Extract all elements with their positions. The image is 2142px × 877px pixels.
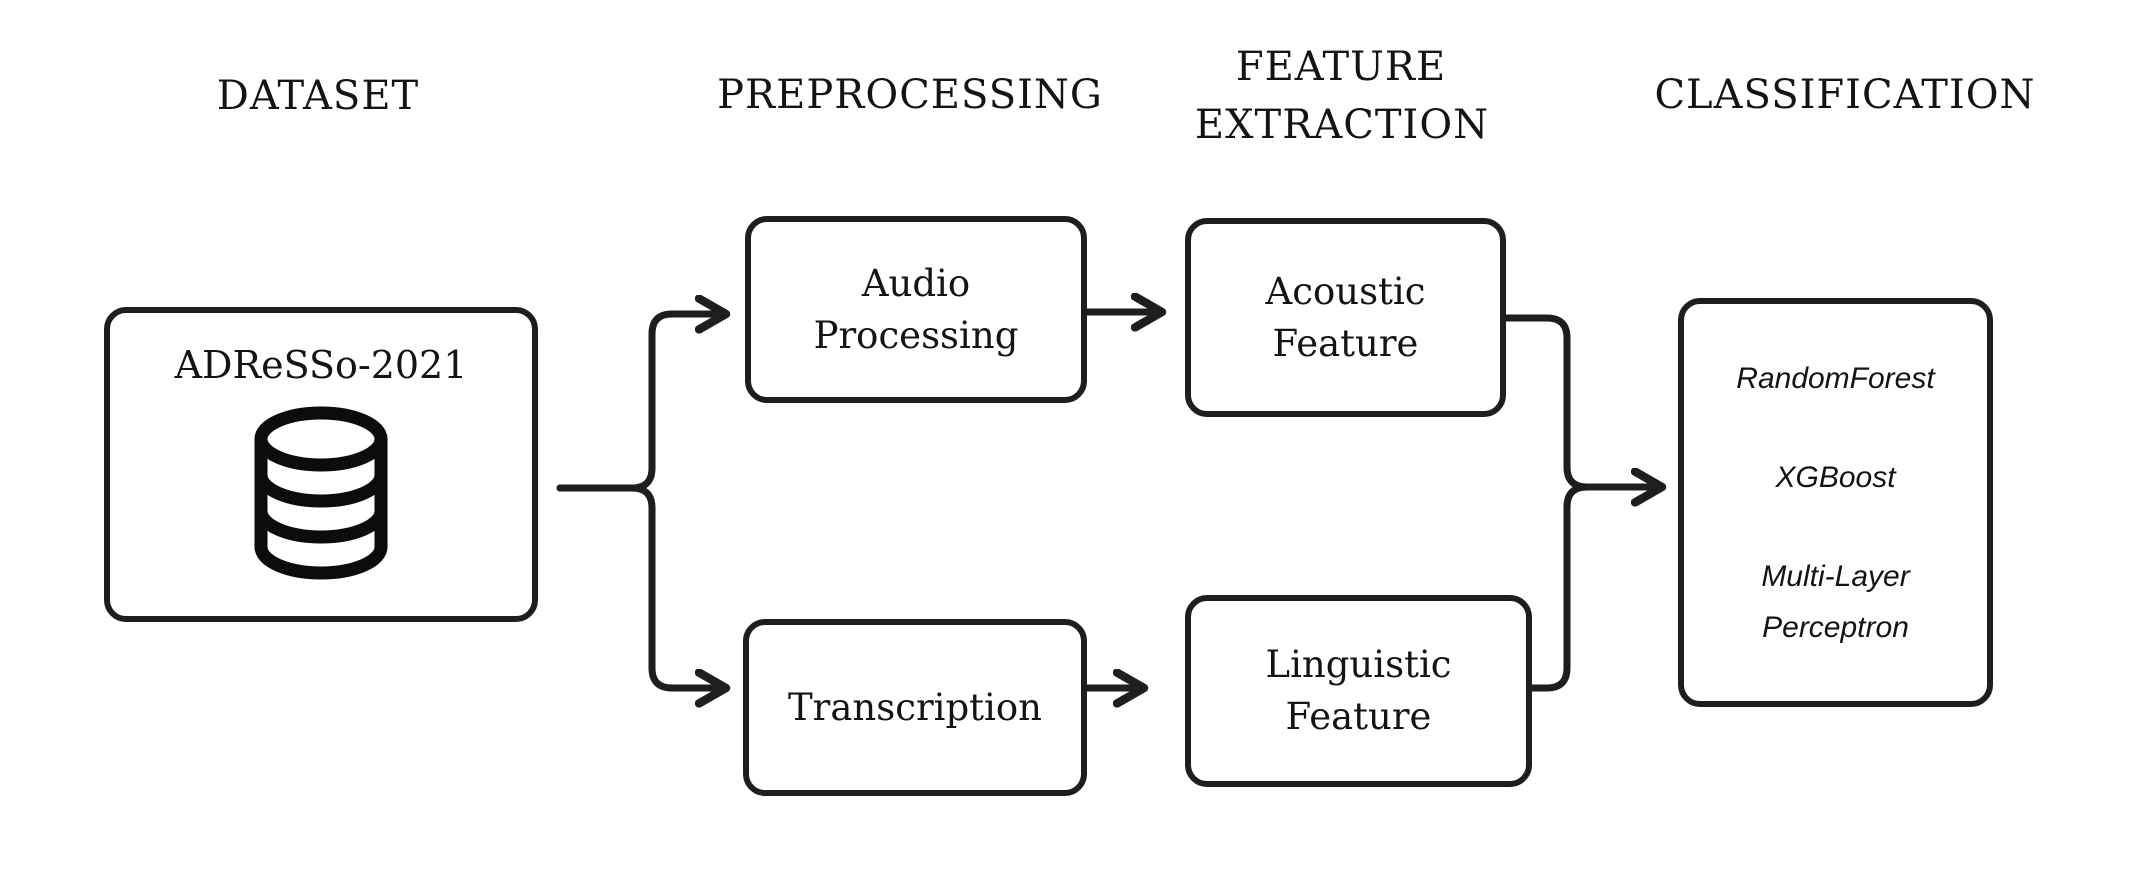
node-transcription: Transcription	[743, 619, 1087, 796]
node-audio-processing: Audio Processing	[745, 216, 1087, 403]
connector-acoustic-to-classification	[1502, 314, 1662, 487]
column-header-dataset: DATASET	[216, 73, 420, 119]
node-acoustic-feature: Acoustic Feature	[1185, 218, 1506, 417]
connector-dataset-to-transcription	[556, 484, 726, 688]
acoustic-feature-label-line1: Acoustic	[1265, 269, 1426, 313]
column-header-classification: CLASSIFICATION	[1654, 72, 2036, 118]
audio-processing-label-line2: Processing	[813, 313, 1019, 357]
connector-dataset-to-audio-processing	[556, 314, 726, 492]
linguistic-feature-label-line1: Linguistic	[1265, 643, 1452, 687]
audio-processing-label-line1: Audio	[861, 261, 971, 305]
linguistic-feature-label-line2: Feature	[1285, 695, 1432, 738]
dataset-label: ADReSSo-2021	[174, 343, 468, 387]
classifier-multi-layer-perceptron: Multi-Layer Perceptron	[1761, 559, 1910, 644]
node-linguistic-feature: Linguistic Feature	[1185, 595, 1532, 787]
column-header-feature-extraction-line2: EXTRACTION	[1194, 102, 1490, 148]
database-icon	[254, 406, 388, 580]
acoustic-feature-label-line2: Feature	[1272, 321, 1419, 365]
node-dataset: ADReSSo-2021	[104, 307, 538, 622]
column-header-feature-extraction-line1: FEATURE	[1235, 44, 1447, 90]
transcription-label: Transcription	[788, 685, 1042, 729]
column-header-preprocessing: PREPROCESSING	[717, 72, 1103, 118]
node-classification: RandomForest XGBoost Multi-Layer Percept…	[1678, 298, 1993, 707]
classifier-random-forest: RandomForest	[1736, 361, 1935, 395]
classifier-xgboost: XGBoost	[1775, 460, 1896, 494]
connector-linguistic-to-classification	[1528, 483, 1591, 692]
